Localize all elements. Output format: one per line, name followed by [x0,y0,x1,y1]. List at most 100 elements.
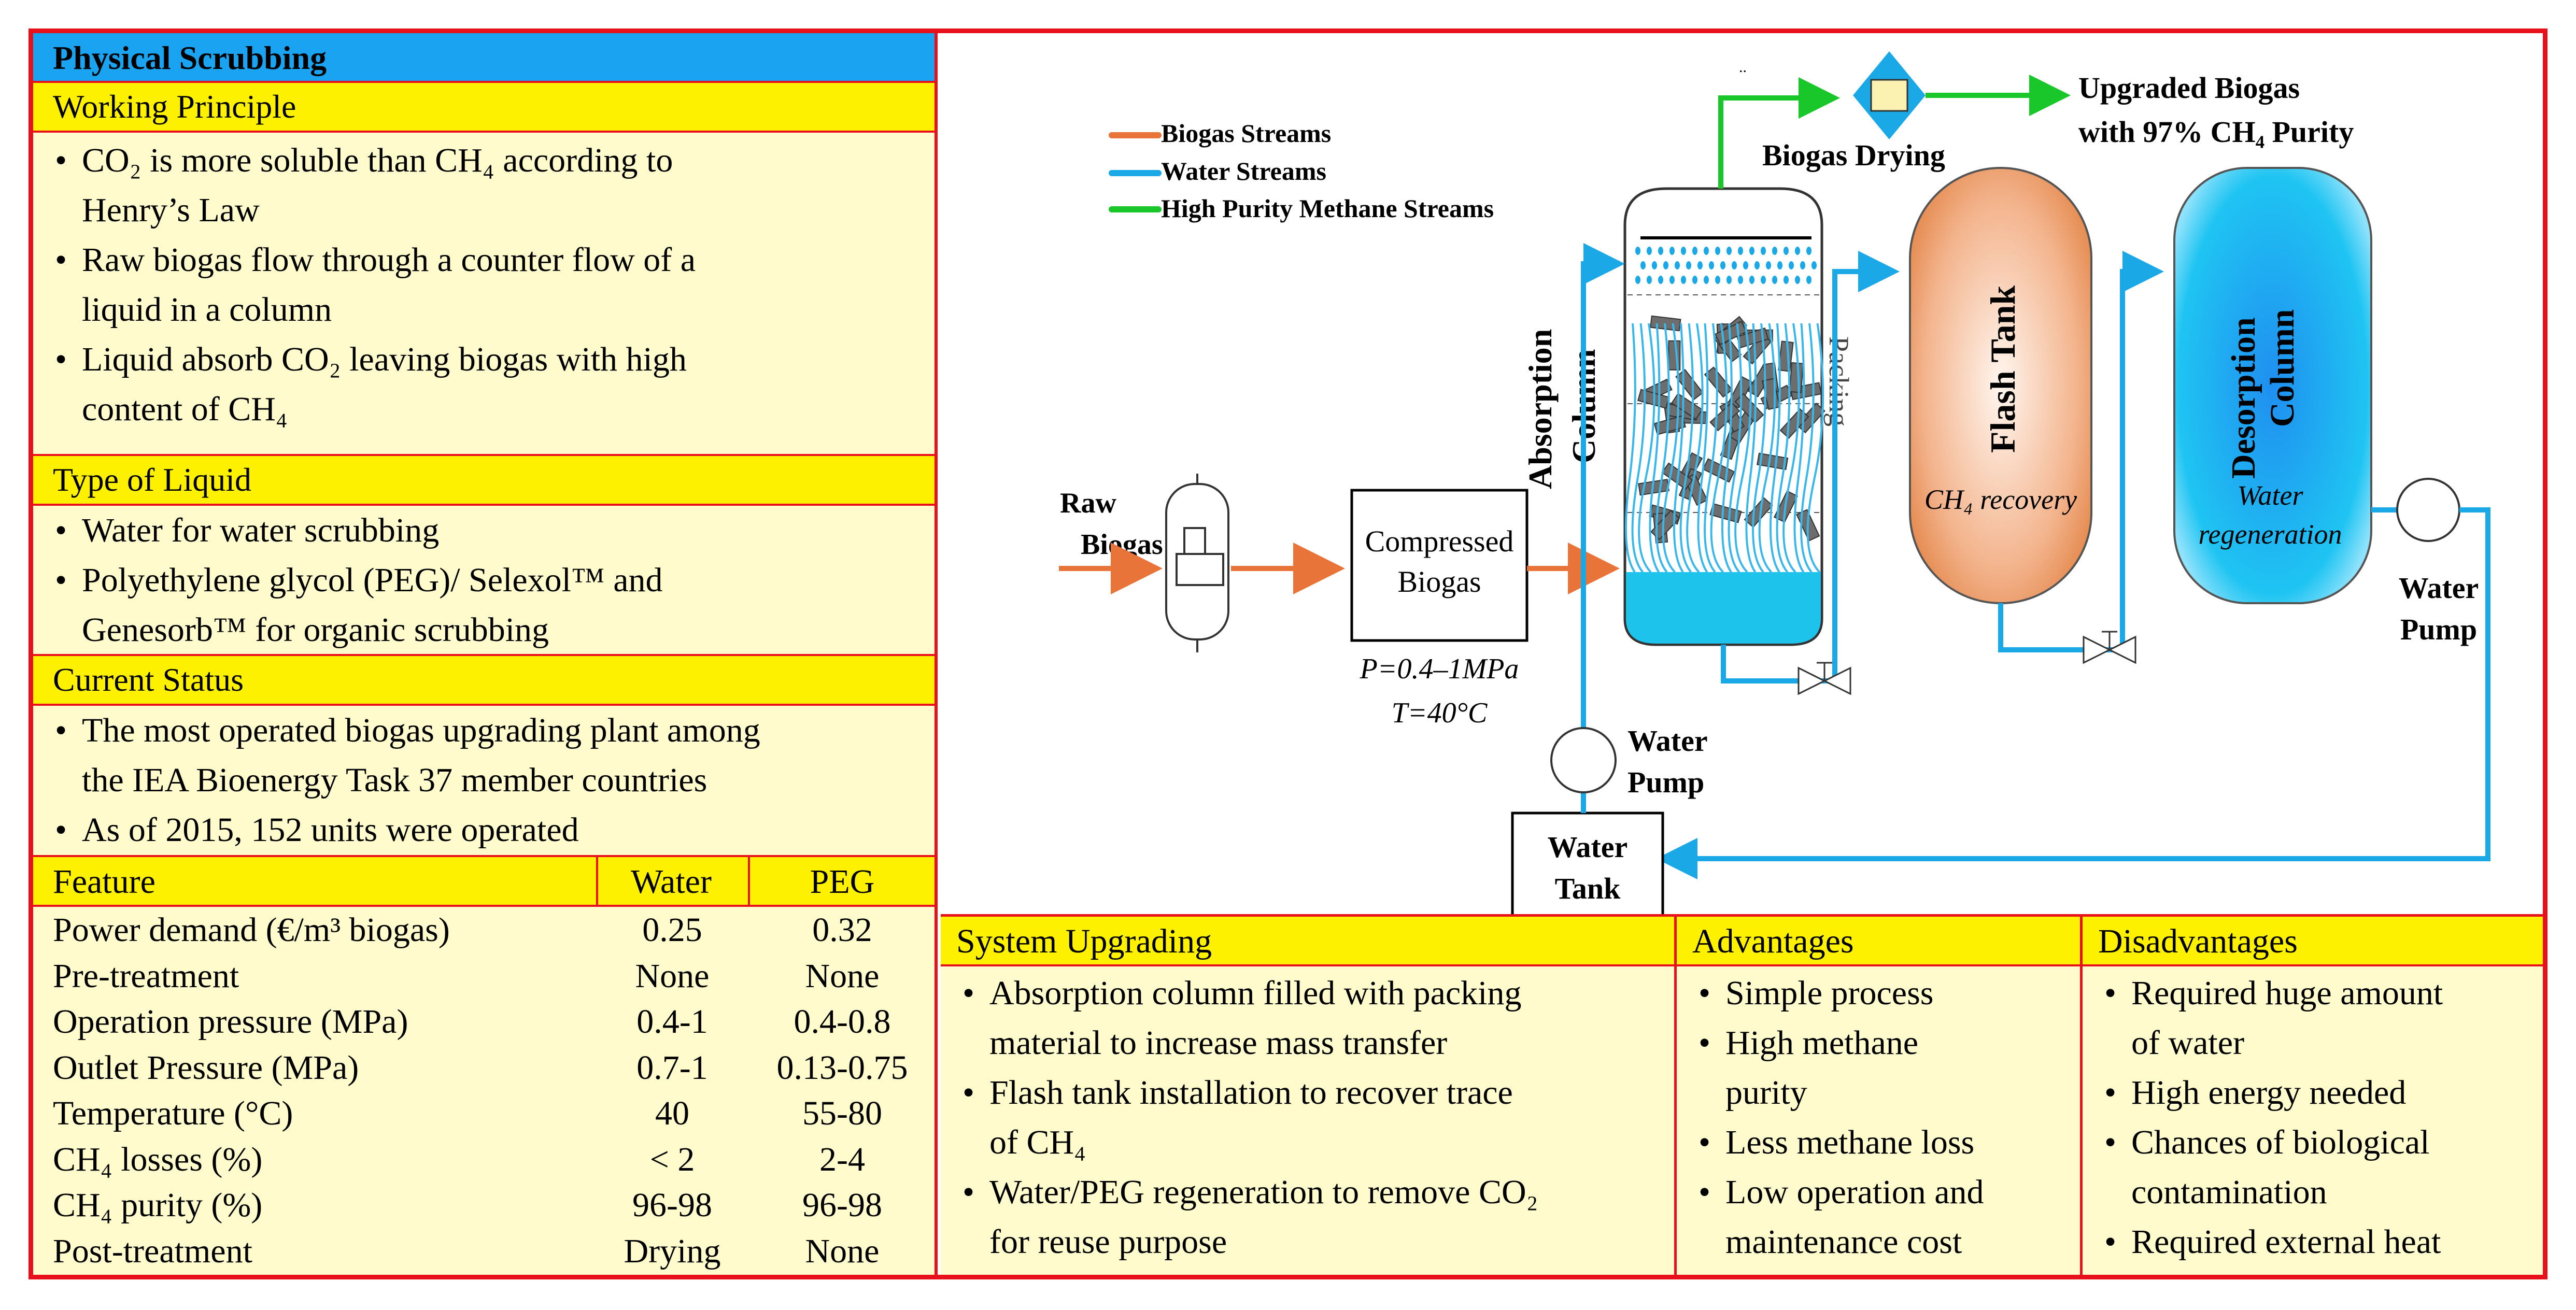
temperature-label: T=40°C [1392,697,1488,729]
panel-title: Physical Scrubbing [33,33,935,83]
water-pump-left-label: Water [1627,724,1708,758]
pressure-label: P=0.4–1MPa [1360,653,1519,685]
water-trickle [1679,323,1694,573]
disadvantages-body: Required huge amount of water High energ… [2083,966,2543,1275]
water-drop [1772,247,1777,255]
system-upgrading-body: Absorption column filled with packing ma… [941,966,1674,1275]
water-trickle [1638,323,1655,573]
advantages-body: Simple process High methane purity Less … [1677,966,2080,1275]
desorption-column-label: Column [2263,309,2301,427]
water-drop [1761,247,1766,255]
table-col-divider [596,857,598,907]
raw-biogas-label: Raw [1060,487,1116,519]
figure-frame: Physical Scrubbing Working Principle CO₂… [29,29,2547,1279]
table-cell-feature: Power demand (€/m³ biogas) [53,911,450,949]
water-trickle [1662,323,1680,573]
water-pump-right-label: Water [2399,571,2479,605]
valve-icon-right [2083,631,2136,664]
bullet-item: Flash tank installation to recover trace [941,1068,1674,1118]
table-cell-water: 40 [655,1094,689,1132]
water-drop [1635,276,1640,284]
water-drop [1726,247,1732,255]
working-principle-header: Working Principle [33,83,935,133]
current-status-header: Current Status [33,656,935,706]
water-pump-to-column-line [1581,243,1625,728]
water-drop [1795,276,1800,284]
water-trickles [1625,323,1824,573]
bullet-continuation: of water [2131,1024,2245,1062]
table-cell-peg: 0.13-0.75 [776,1048,908,1087]
bullet-item: High methane [1677,1018,2080,1068]
bottom-panels: System Upgrading Absorption column fille… [941,914,2543,1275]
water-drop [1686,261,1691,269]
water-drop [1784,276,1789,284]
bullet-item: Raw biogas flow through a counter flow o… [33,235,935,285]
table-cell-peg: 55-80 [802,1094,882,1132]
water-tank-label-2: Tank [1555,872,1621,905]
legend-biogas-label: Biogas Streams [1161,119,1331,148]
water-drop [1635,247,1640,255]
water-drop [1669,247,1675,255]
water-trickle [1728,323,1743,573]
water-drop [1761,276,1766,284]
bullet-continuation: contamination [2131,1173,2327,1211]
bullet-item: Simple process [1677,969,2080,1018]
table-header-peg: PEG [810,863,875,901]
biogas-drying-label: Biogas Drying [1762,138,1945,172]
raw-biogas-label-2: Biogas [1081,529,1163,561]
disadvantages-header: Disadvantages [2083,917,2543,966]
legend-water-label: Water Streams [1161,156,1326,186]
water-drop [1704,247,1709,255]
table-cell-feature: CH₄ losses (%) [53,1140,263,1178]
type-of-liquid-body: Water for water scrubbing Polyethylene g… [33,506,935,656]
table-header-water: Water [631,863,712,901]
system-upgrading-panel: System Upgrading Absorption column fille… [941,917,1677,1275]
table-cell-feature: Post-treatment [53,1232,252,1270]
water-trickle [1734,323,1752,573]
table-cell-peg: 0.4-0.8 [794,1003,891,1041]
water-drop [1652,261,1657,269]
water-drop [1720,261,1725,269]
desorption-label: Desorption [2225,317,2262,479]
water-drop [1704,276,1709,284]
water-drop [1692,276,1697,284]
water-drop [1640,261,1646,269]
feature-table: Feature Water PEG Power demand (€/m³ bio… [33,857,935,1275]
water-drop [1772,276,1777,284]
advantages-header: Advantages [1677,917,2080,966]
water-tank-label: Water [1548,830,1628,864]
bullet-item: CO₂ is more soluble than CH₄ according t… [33,136,935,186]
water-trickle [1752,323,1766,573]
water-drop [1784,247,1789,255]
table-cell-feature: Operation pressure (MPa) [53,1003,408,1041]
water-drop [1669,276,1675,284]
current-status-body: The most operated biogas upgrading plant… [33,706,935,857]
water-pump-right-label-2: Pump [2400,613,2477,646]
valve-icon-left [1797,662,1851,695]
compressed-biogas-label: Compressed [1365,524,1514,558]
disadvantages-panel: Disadvantages Required huge amount of wa… [2083,917,2543,1275]
table-cell-water: None [635,957,710,995]
table-cell-feature: Outlet Pressure (MPa) [53,1048,359,1087]
water-trickle [1673,323,1685,573]
table-cell-water: 0.7-1 [636,1048,708,1087]
table-cell-feature: Pre-treatment [53,957,239,995]
water-trickle [1758,323,1776,573]
absorption-label: Absorption [1522,329,1559,489]
bullet-continuation: liquid in a column [82,291,332,329]
bullet-item: Less methane loss [1677,1118,2080,1167]
water-trickle [1806,323,1824,573]
water-drop [1692,247,1697,255]
upgraded-biogas-label-2: with 97% CH₄ Purity [2078,115,2354,149]
system-upgrading-header: System Upgrading [941,917,1674,966]
water-drop [1738,247,1743,255]
compressed-biogas-label-2: Biogas [1397,565,1481,599]
water-drop [1743,261,1748,269]
water-drop [1658,276,1663,284]
bullet-item: The most operated biogas upgrading plant… [33,706,935,756]
water-trickle [1721,323,1733,573]
bullet-item: Required external heat [2083,1217,2543,1267]
water-drop [1795,247,1800,255]
water-trickle [1793,323,1805,573]
table-cell-water: < 2 [649,1140,695,1178]
